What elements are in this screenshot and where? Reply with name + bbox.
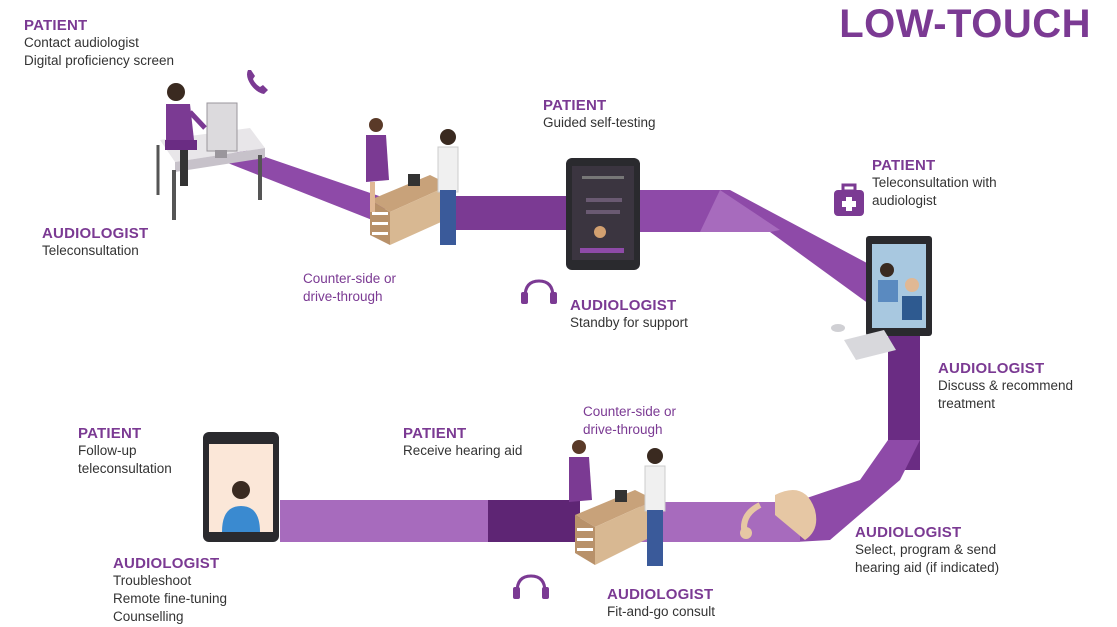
step-line: Select, program & send (855, 542, 997, 557)
step-line: Receive hearing aid (403, 443, 523, 458)
monitor-teleconsult-illustration (831, 236, 932, 360)
step-select-program: AUDIOLOGIST Select, program & send heari… (855, 524, 999, 577)
tablet-self-test-illustration (566, 158, 640, 270)
step-fit-and-go: AUDIOLOGIST Fit-and-go consult (607, 586, 715, 621)
step-line: Teleconsultation with (872, 175, 997, 190)
path-segment (888, 335, 920, 470)
path-segment (440, 196, 575, 230)
step-role: PATIENT (403, 425, 467, 442)
step-line: Standby for support (570, 315, 688, 330)
journey-path (215, 150, 920, 542)
step-line: Counselling (113, 609, 184, 624)
step-troubleshoot: AUDIOLOGIST Troubleshoot Remote fine-tun… (113, 555, 227, 626)
path-segment (640, 502, 800, 542)
step-line: drive-through (583, 422, 663, 437)
step-receive-aid: PATIENT Receive hearing aid (403, 425, 522, 460)
step-line: Fit-and-go consult (607, 604, 716, 619)
step-line: Remote fine-tuning (113, 591, 228, 606)
step-counter-side: Counter-side or drive-through (303, 270, 396, 306)
path-segment (640, 190, 880, 312)
path-segment (280, 500, 488, 542)
step-line: treatment (938, 396, 996, 411)
headset-icon (521, 279, 557, 304)
step-role: PATIENT (24, 17, 88, 34)
step-role: PATIENT (78, 425, 142, 442)
step-role: PATIENT (543, 97, 607, 114)
step-teleconsult-audiologist: PATIENT Teleconsultation with audiologis… (872, 157, 997, 210)
step-role: AUDIOLOGIST (607, 586, 714, 603)
step-role: PATIENT (872, 157, 936, 174)
step-line: audiologist (872, 193, 937, 208)
phone-icon (247, 70, 268, 94)
step-self-testing: PATIENT Guided self-testing (543, 97, 656, 132)
patient-at-computer-illustration (156, 83, 265, 220)
step-line: Guided self-testing (543, 115, 656, 130)
step-discuss: AUDIOLOGIST Discuss & recommend treatmen… (938, 360, 1073, 413)
step-line: Counter-side or (583, 404, 677, 419)
page-title: LOW-TOUCH (839, 2, 1091, 46)
step-role: AUDIOLOGIST (855, 524, 962, 541)
headset-icon-2 (513, 574, 549, 599)
tablet-followup-illustration (203, 432, 279, 542)
step-line: Teleconsultation (42, 243, 139, 258)
path-segment (700, 190, 780, 232)
step-line: teleconsultation (78, 461, 172, 476)
step-line: Follow-up (78, 443, 137, 458)
step-line: Counter-side or (303, 271, 397, 286)
hearing-aid-illustration (740, 490, 817, 540)
step-line: Contact audiologist (24, 35, 139, 50)
step-counter-side-2: Counter-side or drive-through (583, 403, 676, 439)
step-line: hearing aid (if indicated) (855, 560, 1000, 575)
path-segment (795, 440, 920, 542)
medical-bag-icon (834, 183, 864, 216)
step-role: AUDIOLOGIST (938, 360, 1045, 377)
step-line: drive-through (303, 289, 383, 304)
step-line: Digital proficiency screen (24, 53, 175, 68)
step-role: AUDIOLOGIST (42, 225, 149, 242)
step-contact: PATIENT Contact audiologist Digital prof… (24, 17, 174, 70)
counter-scene-illustration-2 (569, 440, 666, 566)
step-line: Troubleshoot (113, 573, 192, 588)
step-role: AUDIOLOGIST (113, 555, 220, 572)
step-follow-up: PATIENT Follow-up teleconsultation (78, 425, 172, 478)
step-standby: AUDIOLOGIST Standby for support (570, 297, 688, 332)
counter-scene-illustration (366, 118, 459, 245)
step-line: Discuss & recommend (938, 378, 1074, 393)
path-segment (487, 500, 580, 542)
step-teleconsultation: AUDIOLOGIST Teleconsultation (42, 225, 148, 260)
step-role: AUDIOLOGIST (570, 297, 677, 314)
path-segment (215, 150, 385, 225)
